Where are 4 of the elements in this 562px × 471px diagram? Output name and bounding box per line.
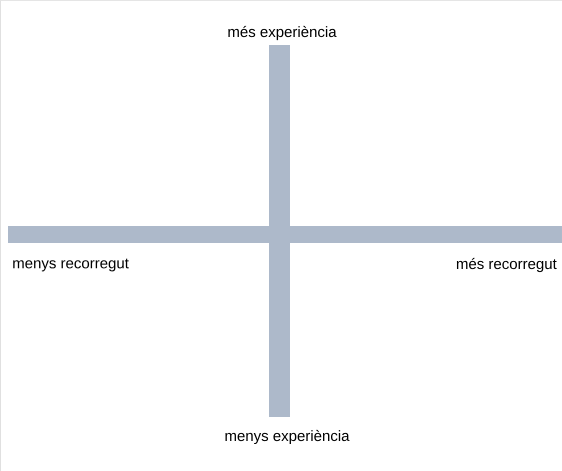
axis-label: menys recorregut xyxy=(13,258,129,272)
axis-label: més experiència xyxy=(228,26,337,40)
axis-label: més recorregut xyxy=(456,258,557,272)
axis-label: menys experiència xyxy=(225,430,350,444)
